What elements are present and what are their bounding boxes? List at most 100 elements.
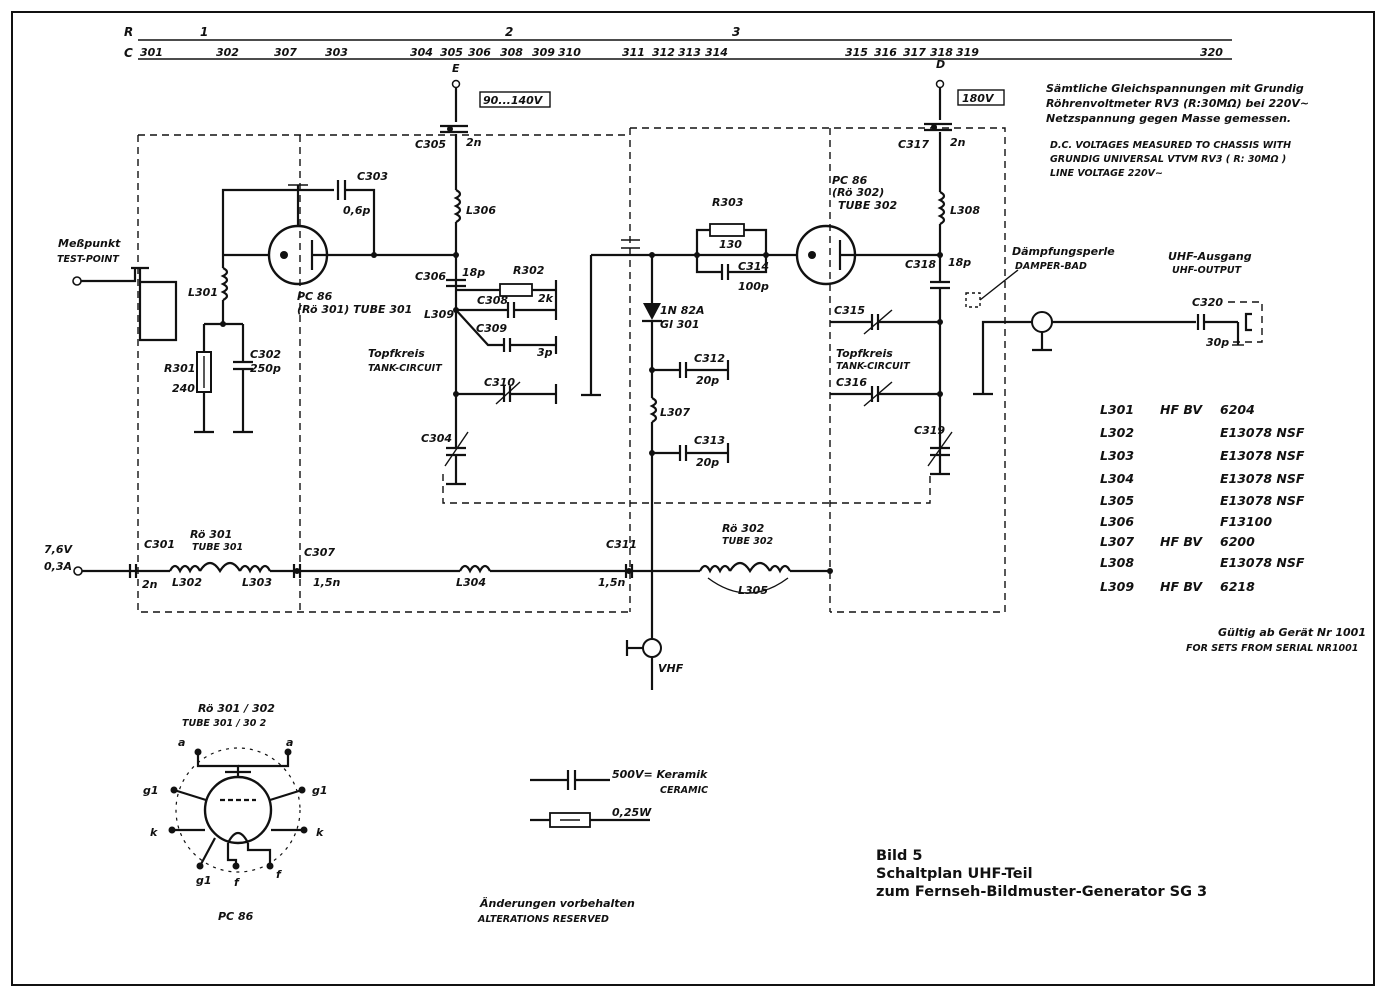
c319-label: C319 [914,424,945,437]
coil-type: HF BV [1160,534,1203,549]
c316-label: C316 [836,376,867,389]
c308-label: C308 [477,294,508,307]
l306-label: L306 [466,204,496,217]
c312-label: C312 [694,352,725,365]
header-c-316: 316 [874,46,897,59]
c317-label: C317 [898,138,929,151]
tank-outline-2 [830,474,931,504]
capacitor-c313: C313 20p [652,434,730,469]
capacitor-c314: C314 100p [695,255,769,293]
diode-gl301: 1N 82A Gl 301 [642,303,705,370]
legend-resistor: 0,25W [612,806,652,819]
c302-label: C302 [250,348,281,361]
legend: 500V= Keramik CERAMIC 0,25W [530,768,708,828]
damper-bead: Dämpfungsperle DAMPER-BAD [965,245,1115,308]
header-c-302: 302 [216,46,239,59]
tube1-label-a: PC 86 [297,290,333,303]
resistor-r301: R301 240 [164,324,214,434]
pin-a-left: a [178,736,185,749]
coil-ref: L302 [1100,425,1134,440]
uhf-socket [1031,311,1196,352]
c310-label: C310 [484,376,515,389]
uhf-out-en-label: UHF-OUTPUT [1172,265,1243,276]
capacitor-c306: C306 18p [415,266,485,288]
pinout-title-1: Rö 301 / 302 [198,702,275,715]
c315-label: C315 [834,304,865,317]
pin-k-left: k [150,826,158,839]
coil-code: E13078 NSF [1220,425,1305,440]
header-zone-2: 2 [505,25,513,39]
c309-label: C309 [476,322,507,335]
header-c-315: 315 [845,46,868,59]
figure-title-2: zum Fernseh-Bildmuster-Generator SG 3 [876,884,1207,900]
header-c-303: 303 [325,46,348,59]
c320-label: C320 [1192,296,1223,309]
supply-e: E 90...140V [451,62,551,122]
header-c-314: 314 [705,46,728,59]
coil-code: E13078 NSF [1220,555,1305,570]
tank1-de-label: Topfkreis [368,347,425,360]
coil-code: 6200 [1220,534,1255,549]
header-zone-1: 1 [200,25,208,39]
c313-label: C313 [694,434,725,447]
coil-table: L301 HF BV 6204 L302 E13078 NSF L303 E13… [1100,402,1305,594]
tube2-label-a: PC 86 [832,174,868,187]
header-c-304: 304 [410,46,433,59]
header-c-319: 319 [956,46,979,59]
tank1-en-label: TANK-CIRCUIT [368,363,443,374]
header-c-307: 307 [274,46,297,59]
header-c-311: 311 [622,46,645,59]
capacitor-c303: C303 0,6p [336,170,388,255]
alterations-en: ALTERATIONS RESERVED [477,914,609,925]
uhf-output-connector: UHF-Ausgang UHF-OUTPUT [1168,250,1263,346]
c301-value: 2n [142,578,158,591]
header-r-label: R [124,25,133,39]
heater2-label-b: TUBE 302 [722,536,773,547]
damper-de-label: Dämpfungsperle [1012,245,1115,258]
l301-label: L301 [188,286,218,299]
c312-value: 20p [696,374,719,387]
heater-chain: 7,6V 0,3A C301 2n L302 Rö 301 TUBE 301 L… [44,522,833,597]
coil-ref: L304 [1100,471,1134,486]
tank2-en-label: TANK-CIRCUIT [836,361,911,372]
coil-ref: L307 [1100,534,1134,549]
pin-a-right: a [286,736,293,749]
coil-ref: L303 [1100,448,1134,463]
note-de-3: Netzspannung gegen Masse gemessen. [1046,112,1291,125]
r301-label: R301 [164,362,195,375]
validity-en: FOR SETS FROM SERIAL NR1001 [1186,643,1358,654]
c311-value: 1,5n [598,576,625,589]
note-en-1: D.C. VOLTAGES MEASURED TO CHASSIS WITH [1050,140,1291,151]
test-point: Meßpunkt TEST-POINT [57,237,178,342]
pinout-tube-label: PC 86 [218,910,254,923]
l303-label: L303 [242,576,272,589]
supply-d-label: D [936,58,945,71]
input-voltage-label: 7,6V [44,543,73,556]
coil-ref: L301 [1100,402,1134,417]
shield-outline-center [629,127,1006,613]
inductor-l309: L309 [424,308,454,321]
heater2-label-a: Rö 302 [722,522,765,535]
pin-k-right: k [316,826,324,839]
l307-label: L307 [660,406,690,419]
header-c-320: 320 [1200,46,1223,59]
coil-ref: L306 [1100,514,1134,529]
validity-de: Gültig ab Gerät Nr 1001 [1218,626,1366,639]
coil-code: E13078 NSF [1220,493,1305,508]
c307-label: C307 [304,546,335,559]
legend-ceramic-en: CERAMIC [660,785,708,796]
c318-label: C318 [905,258,936,271]
capacitor-c317: C317 2n [898,122,966,151]
capacitor-c310: C310 [456,376,558,405]
c306-value: 18p [462,266,485,279]
supply-d-voltage: 180V [962,92,995,105]
diode-label-a: 1N 82A [660,304,705,317]
tube1-label-b: (Rö 301) TUBE 301 [297,303,412,316]
l302-label: L302 [172,576,202,589]
drawing-border [11,11,1375,986]
heater1-label-a: Rö 301 [190,528,232,541]
tank2-de-label: Topfkreis [836,347,893,360]
header-c-312: 312 [652,46,675,59]
pin-g1-right: g1 [312,784,328,797]
vhf-label: VHF [658,662,684,675]
